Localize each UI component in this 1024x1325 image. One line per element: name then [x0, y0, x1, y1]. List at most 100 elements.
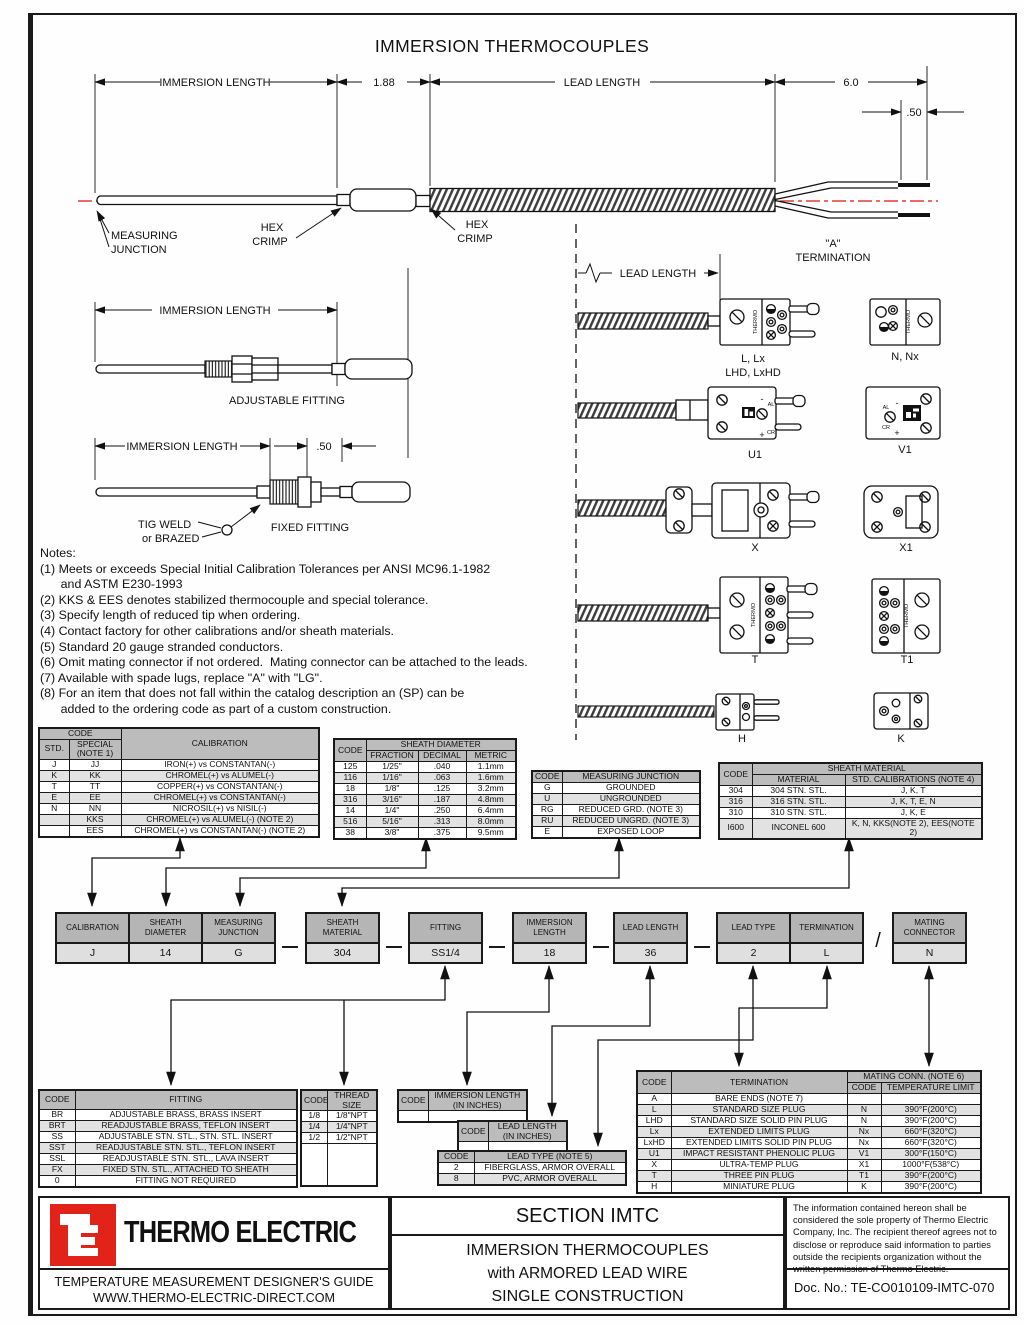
guide-line-1: TEMPERATURE MEASUREMENT DESIGNER'S GUIDE	[54, 1275, 374, 1289]
th-element: MATERIAL	[751, 773, 846, 786]
div-element: 14	[130, 944, 201, 962]
td-element	[38, 824, 70, 838]
td-element: Lx	[636, 1125, 672, 1138]
th-element: CODE	[636, 1070, 672, 1094]
notes-section: Notes: (1) Meets or exceeds Special Init…	[40, 546, 580, 718]
brand-name: THERMO ELECTRIC	[124, 1214, 357, 1249]
td-element: 390°F(200°C)	[880, 1180, 982, 1193]
span-element: SHEATH MATERIAL	[322, 918, 363, 937]
td-element: Nx	[846, 1125, 882, 1138]
td-element: 8.0mm	[465, 815, 517, 828]
td-element: CHROMEL(+) vs ALUMEL(-)	[120, 769, 320, 782]
td-element: CHROMEL(+) vs CONSTANTAN(-)	[120, 791, 320, 804]
th-element: MATING CONN. (NOTE 6)	[846, 1070, 982, 1083]
th-element: CODE	[300, 1089, 328, 1112]
td-element: 3/8"	[365, 826, 419, 839]
thead-element: CODE CALIBRATION STD. SPECIAL(NOTE 1)	[38, 727, 320, 760]
th-element: SHEATH MATERIAL	[751, 762, 983, 775]
td-element: BARE ENDS (NOTE 7)	[670, 1092, 848, 1105]
div-element: MEASURING JUNCTION	[203, 914, 274, 944]
footer-section-block: SECTION IMTC IMMERSION THERMOCOUPLES wit…	[390, 1196, 785, 1310]
td-element: GROUNDED	[561, 782, 701, 794]
td-element: 4.8mm	[465, 793, 517, 806]
td-element: NICROSIL(+) vs NISIL(-)	[120, 802, 320, 815]
div-element: G	[203, 944, 274, 962]
guide-line-2: WWW.THERMO-ELECTRIC-DIRECT.COM	[92, 1291, 336, 1305]
tr-element: STD. SPECIAL(NOTE 1)	[38, 738, 319, 760]
td-element: 660°F(320°C)	[880, 1136, 982, 1149]
span-element: MATING CONNECTOR	[903, 918, 956, 937]
span-element: LEAD LENGTH	[622, 923, 679, 932]
th-element: CODE	[38, 727, 122, 740]
td-element: 3.2mm	[465, 782, 517, 795]
page-border	[28, 13, 1017, 1316]
td-element: .125	[417, 782, 467, 795]
span-element: MEASURING JUNCTION	[214, 918, 263, 937]
td-element: 316	[333, 793, 367, 806]
ordering-box-measuring-junction: MEASURING JUNCTION G	[201, 914, 274, 962]
div-element: LEAD LENGTH	[615, 914, 686, 944]
div-element: CALIBRATION	[57, 914, 128, 944]
td-element: FIXED STN. STL., ATTACHED TO SHEATH	[74, 1164, 298, 1176]
td-element: STANDARD SIZE PLUG	[670, 1103, 848, 1116]
td-element: J, K, E	[844, 806, 983, 819]
footer-legal-block: The information contained hereon shall b…	[785, 1196, 1010, 1310]
td-element: IMPACT RESISTANT PHENOLIC PLUG	[670, 1147, 848, 1160]
td-element: K, N, KKS(NOTE 2), EES(NOTE 2)	[844, 817, 983, 840]
div-element: THERMO ELECTRIC	[40, 1198, 388, 1268]
td-element: 1/16"	[365, 771, 419, 784]
td-element: X1	[846, 1158, 882, 1171]
td-element: KKS	[68, 813, 122, 826]
span-element: FITTING	[429, 923, 462, 932]
td-element: 304	[718, 784, 753, 797]
td-element: FIBERGLASS, ARMOR OVERALL	[473, 1162, 627, 1174]
td-element: LxHD	[636, 1136, 672, 1149]
sheath-diameter-table: CODE SHEATH DIAMETER FRACTION DECIMAL ME…	[333, 738, 517, 840]
td-element: N	[846, 1103, 882, 1116]
section-title: SECTION IMTC	[392, 1198, 783, 1236]
td-element: EES	[68, 824, 122, 838]
note-item: (4) Contact factory for other calibratio…	[40, 623, 394, 638]
thead-element: CODE LEAD LENGTH(IN INCHES)	[457, 1120, 568, 1143]
td-element: JJ	[68, 758, 122, 771]
td-element: UNGROUNDED	[561, 793, 701, 805]
td-element: 1/2	[300, 1132, 328, 1145]
td-element: FX	[38, 1164, 76, 1176]
th-element: MEASURING JUNCTION	[561, 770, 701, 783]
div-element: FITTING	[410, 914, 481, 944]
td-element: KK	[68, 769, 122, 782]
td-element: 6.4mm	[465, 804, 517, 817]
td-element: READJUSTABLE BRASS, TEFLON INSERT	[74, 1120, 298, 1132]
td-element: BR	[38, 1109, 76, 1121]
td-element: 1/4"	[365, 804, 419, 817]
td-element: .250	[417, 804, 467, 817]
td-element: INCONEL 600	[751, 817, 846, 840]
th-element: IMMERSION LENGTH(IN INCHES)	[427, 1089, 528, 1112]
td-element: 1.1mm	[465, 760, 517, 773]
span-element: IMMERSION LENGTH	[526, 918, 573, 937]
td-element: 18	[333, 782, 367, 795]
